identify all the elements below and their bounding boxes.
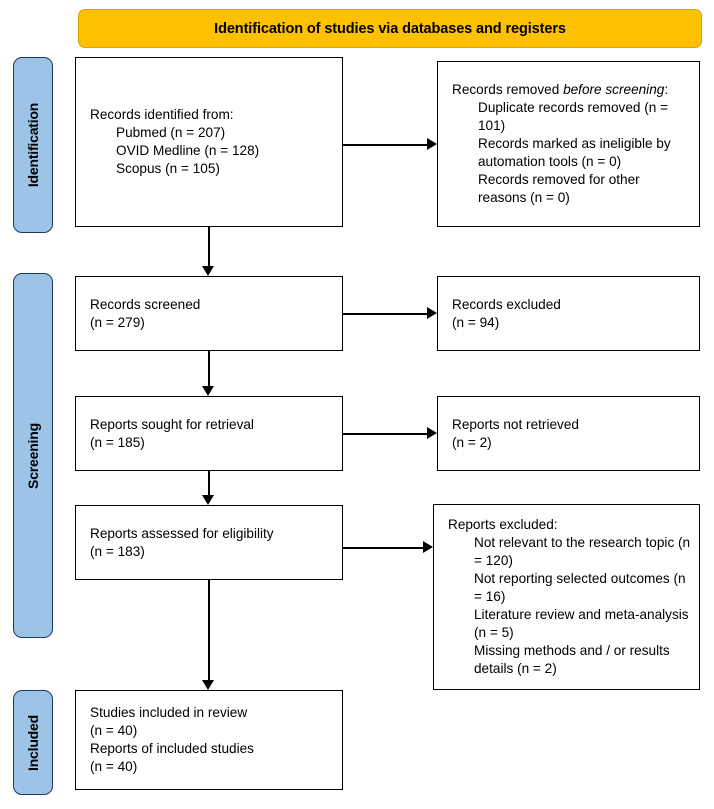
box-reports-not-retrieved: Reports not retrieved (n = 2) bbox=[437, 396, 700, 471]
records-screened-heading: Records screened bbox=[90, 296, 201, 312]
reports-sought-count: (n = 185) bbox=[90, 434, 145, 450]
banner-title: Identification of studies via databases … bbox=[214, 20, 566, 37]
records-removed-reason-automation: Records marked as ineligible by automati… bbox=[478, 136, 671, 169]
phase-sidebar-identification: Identification bbox=[13, 57, 53, 233]
reports-excluded-reason-review: Literature review and meta-analysis (n =… bbox=[474, 606, 689, 640]
studies-included-heading: Studies included in review bbox=[90, 705, 248, 721]
reports-included-count: (n = 40) bbox=[90, 758, 138, 774]
records-identified-source-scopus: Scopus (n = 105) bbox=[116, 160, 220, 176]
connector-assessed-to-included bbox=[208, 580, 210, 680]
records-removed-heading: Records removed before screening: bbox=[452, 81, 691, 99]
records-identified-source-ovid: OVID Medline (n = 128) bbox=[116, 143, 260, 158]
connector-assessed-to-excluded bbox=[343, 547, 423, 549]
box-records-screened: Records screened (n = 279) bbox=[75, 276, 343, 351]
box-records-excluded: Records excluded (n = 94) bbox=[437, 276, 700, 351]
reports-excluded-reason-missing-methods: Missing methods and / or results details… bbox=[474, 642, 670, 676]
box-studies-included: Studies included in review (n = 40) Repo… bbox=[75, 690, 343, 790]
reports-excluded-reason-outcomes: Not reporting selected outcomes (n = 16) bbox=[474, 571, 686, 605]
connector-identified-to-removed bbox=[343, 144, 427, 146]
phase-sidebar-included: Included bbox=[13, 690, 53, 795]
records-removed-heading-prefix: Records removed bbox=[452, 82, 564, 98]
reports-not-retrieved-count: (n = 2) bbox=[452, 434, 492, 450]
arrowhead-down-assessed-to-included bbox=[202, 680, 214, 690]
records-removed-reason-other: Records removed for other reasons (n = 0… bbox=[478, 171, 640, 205]
arrowhead-right-screened-to-excluded bbox=[427, 307, 437, 319]
connector-screened-to-excluded bbox=[343, 313, 427, 315]
phase-sidebar-screening: Screening bbox=[13, 273, 53, 638]
phase-label-included: Included bbox=[25, 714, 41, 771]
box-records-identified: Records identified from: Pubmed (n = 207… bbox=[75, 57, 343, 227]
box-reports-assessed: Reports assessed for eligibility (n = 18… bbox=[75, 505, 343, 580]
reports-included-heading: Reports of included studies bbox=[90, 741, 254, 756]
connector-sought-to-not-retrieved bbox=[343, 433, 427, 435]
records-screened-count: (n = 279) bbox=[90, 314, 145, 330]
records-removed-heading-italic: before screening bbox=[563, 82, 665, 98]
box-records-removed: Records removed before screening: Duplic… bbox=[437, 61, 700, 227]
diagram-banner: Identification of studies via databases … bbox=[78, 9, 702, 48]
connector-sought-to-assessed bbox=[208, 471, 210, 495]
studies-included-count: (n = 40) bbox=[90, 723, 138, 739]
arrowhead-down-screened-to-sought bbox=[202, 386, 214, 396]
records-identified-heading: Records identified from: bbox=[90, 107, 234, 123]
box-reports-sought: Reports sought for retrieval (n = 185) bbox=[75, 396, 343, 471]
arrowhead-down-sought-to-assessed bbox=[202, 495, 214, 505]
records-identified-source-pubmed: Pubmed (n = 207) bbox=[116, 125, 226, 141]
reports-assessed-count: (n = 183) bbox=[90, 543, 145, 559]
reports-assessed-heading: Reports assessed for eligibility bbox=[90, 525, 274, 541]
records-excluded-heading: Records excluded bbox=[452, 296, 561, 312]
connector-screened-to-sought bbox=[208, 351, 210, 386]
phase-label-identification: Identification bbox=[25, 102, 41, 188]
arrowhead-right-assessed-to-excluded bbox=[423, 541, 433, 553]
records-removed-reason-duplicates: Duplicate records removed (n = 101) bbox=[478, 100, 669, 134]
arrowhead-down-identified-to-screened bbox=[202, 266, 214, 276]
arrowhead-right-identified-to-removed bbox=[427, 138, 437, 150]
reports-not-retrieved-heading: Reports not retrieved bbox=[452, 416, 579, 432]
records-removed-heading-suffix: : bbox=[664, 82, 669, 98]
reports-excluded-reason-not-relevant: Not relevant to the research topic (n = … bbox=[474, 535, 691, 569]
phase-label-screening: Screening bbox=[25, 422, 42, 489]
reports-sought-heading: Reports sought for retrieval bbox=[90, 416, 254, 432]
reports-excluded-heading: Reports excluded: bbox=[448, 517, 558, 533]
connector-identified-to-screened bbox=[208, 227, 210, 266]
records-excluded-count: (n = 94) bbox=[452, 314, 500, 330]
arrowhead-right-sought-to-not-retrieved bbox=[427, 427, 437, 439]
box-reports-excluded: Reports excluded: Not relevant to the re… bbox=[433, 504, 700, 690]
